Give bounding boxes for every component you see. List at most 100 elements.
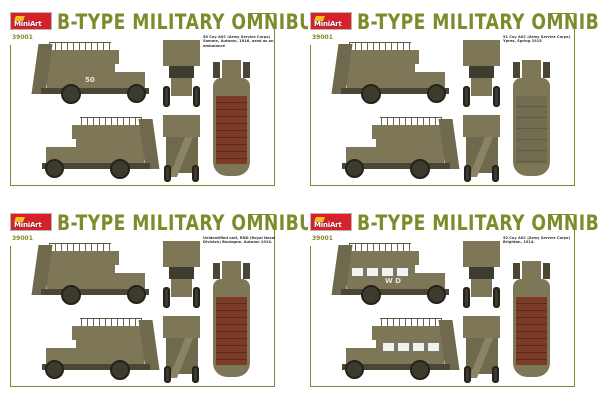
top-bonnet [522,261,541,283]
frame-border-top [548,13,575,14]
kit-title: B-TYPE MILITARY OMNIBUS [357,10,600,34]
upper-deck-panel [372,125,444,139]
radiator [171,279,192,297]
window [381,267,394,277]
scheme-caption: 50 Coy ASC (Army Service Corps) Somme, A… [203,35,274,48]
rear-view [163,316,200,383]
frame-border [10,214,275,387]
window [427,342,440,352]
window [412,342,425,352]
rear-view [463,316,500,383]
rear-view [463,115,500,182]
rear-right-wheel [192,366,199,383]
brand-logo: MiniArt [10,213,52,231]
rear-wheel [61,84,81,104]
rear-wheel [110,360,130,380]
lower-saloon [47,64,115,90]
rear-right-wheel [492,366,499,383]
window [382,342,395,352]
lower-saloon [76,340,144,366]
upper-deck-panel [72,326,144,340]
rear-upper [463,316,500,338]
frame-border [310,13,575,186]
brand-logo: MiniArt [310,213,352,231]
radiator [471,78,492,96]
lower-saloon [347,64,415,90]
vehicle-marking: W D [385,277,401,285]
front-upper [163,241,200,267]
scheme-caption: 91 Coy ASC (Army Service Corps) Ypres, S… [503,35,571,44]
scheme-caption: 52 Coy ASC (Army Service Corps) Brighton… [503,236,571,245]
front-view [463,241,500,308]
rear-wheel [410,360,430,380]
front-wheel [127,84,146,103]
front-cab [169,66,194,78]
kit-number: 39001 [312,34,333,41]
top-mudguard-left [513,263,520,279]
upper-deck-panel [372,326,444,340]
chassis [341,289,449,295]
side-view [38,115,160,183]
brand-logo: MiniArt [310,12,352,30]
rear-wheel [361,84,381,104]
rear-upper [163,316,200,338]
window [366,267,379,277]
frame-border [310,214,575,387]
frame-border-top [248,13,275,14]
kit-title: B-TYPE MILITARY OMNIBUS [57,211,327,235]
brand-name: MiniArt [14,221,42,229]
radiator [171,78,192,96]
front-upper [463,40,500,66]
side-view [331,40,453,108]
kit-title: B-TYPE MILITARY OMNIBUS [57,10,327,34]
front-view [463,40,500,107]
front-wheel [427,285,446,304]
rear-wheel [110,159,130,179]
top-view [213,261,250,377]
brand-name: MiniArt [14,20,42,28]
rear-wheel [61,285,81,305]
front-right-wheel [193,287,200,308]
frame-border-top [248,214,275,215]
top-mudguard-right [543,263,550,279]
rear-left-wheel [164,366,171,383]
front-left-wheel [463,287,470,308]
top-deck-floor [516,297,547,365]
top-view [513,261,550,377]
top-view [513,60,550,176]
radiator [471,279,492,297]
chassis [41,88,149,94]
chassis [341,88,449,94]
front-wheel [45,159,64,178]
top-mudguard-right [243,263,250,279]
painting-option-panel: MiniArt B-TYPE MILITARY OMNIBUS 39001 91 Co… [300,0,600,201]
top-bonnet [522,60,541,82]
front-wheel [45,360,64,379]
rear-left-wheel [464,366,471,383]
top-mudguard-left [213,62,220,78]
frame-border-top [548,214,575,215]
front-cab [469,267,494,279]
front-left-wheel [463,86,470,107]
brand-name: MiniArt [314,20,342,28]
rear-upper [463,115,500,137]
rear-wheel [410,159,430,179]
front-wheel [345,159,364,178]
front-left-wheel [163,86,170,107]
lower-saloon [376,139,444,165]
side-view: W D [331,241,453,309]
top-mudguard-left [513,62,520,78]
top-view [213,60,250,176]
front-right-wheel [493,86,500,107]
brand-logo: MiniArt [10,12,52,30]
brand-name: MiniArt [314,221,342,229]
window [396,267,409,277]
rear-right-wheel [492,165,499,182]
top-mudguard-left [213,263,220,279]
scheme-caption: Unidentified unit, RND (Royal Naval Divi… [203,236,276,245]
upper-deck-panel [347,50,419,64]
rear-upper [163,115,200,137]
